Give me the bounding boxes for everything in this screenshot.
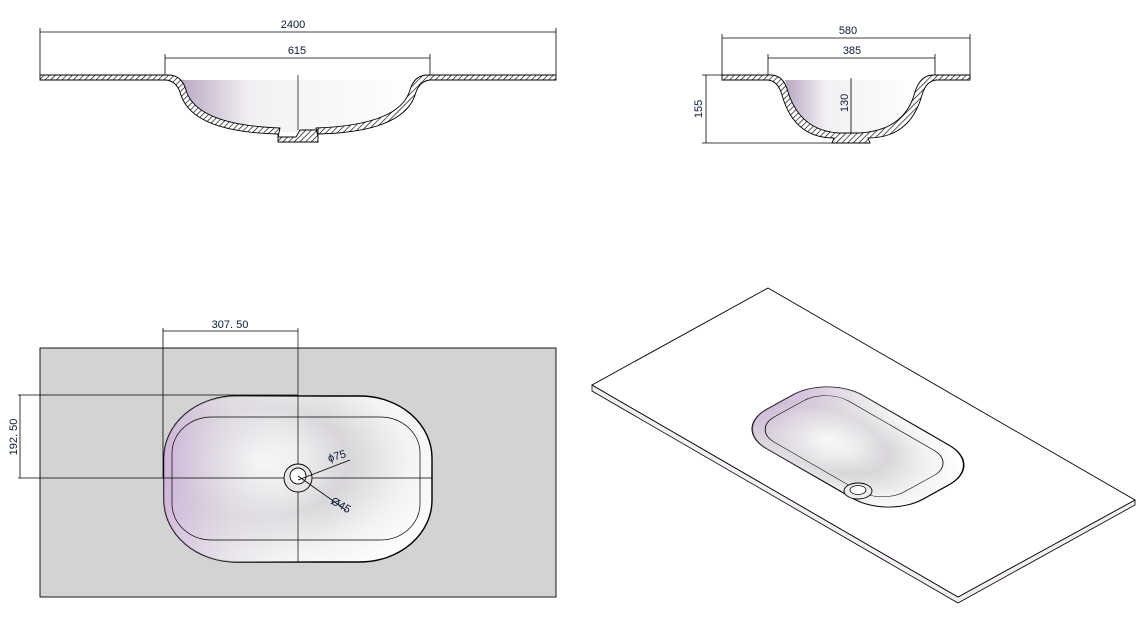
dimension-drain-y: 192. 50 — [8, 395, 21, 478]
dimension-overall-width: 2400 — [39, 19, 557, 75]
dimension-bowl-height: 130 — [839, 78, 852, 133]
dim-580: 580 — [839, 25, 857, 37]
dimension-bowl-depth: 385 — [767, 45, 936, 75]
dim-385: 385 — [843, 45, 861, 57]
dim-130: 130 — [839, 94, 851, 112]
side-section-hatch — [721, 74, 971, 144]
iso-bowl-inner — [764, 395, 944, 498]
dimension-overall-depth: 580 — [721, 25, 971, 75]
dim-155: 155 — [693, 100, 705, 118]
plan-view: 307. 50 192. 50 ϕ75 Ø45 — [8, 319, 557, 598]
iso-drain-inner — [849, 485, 867, 495]
front-section-view: 2400 615 — [39, 19, 557, 143]
dimension-bowl-width: 615 — [164, 45, 431, 75]
dim-2400: 2400 — [281, 19, 305, 31]
dim-615: 615 — [288, 45, 306, 57]
dim-307-50: 307. 50 — [212, 319, 249, 331]
dim-dia-75: ϕ75 — [327, 448, 348, 465]
dimension-overall-height: 155 — [693, 74, 832, 144]
dim-192-50: 192. 50 — [8, 419, 20, 456]
isometric-view — [591, 287, 1136, 604]
front-section-hatch — [39, 74, 557, 143]
side-section-view: 580 385 155 130 — [693, 25, 971, 144]
dimension-drain-x: 307. 50 — [163, 319, 298, 332]
bowl-inner-outline — [171, 416, 421, 541]
